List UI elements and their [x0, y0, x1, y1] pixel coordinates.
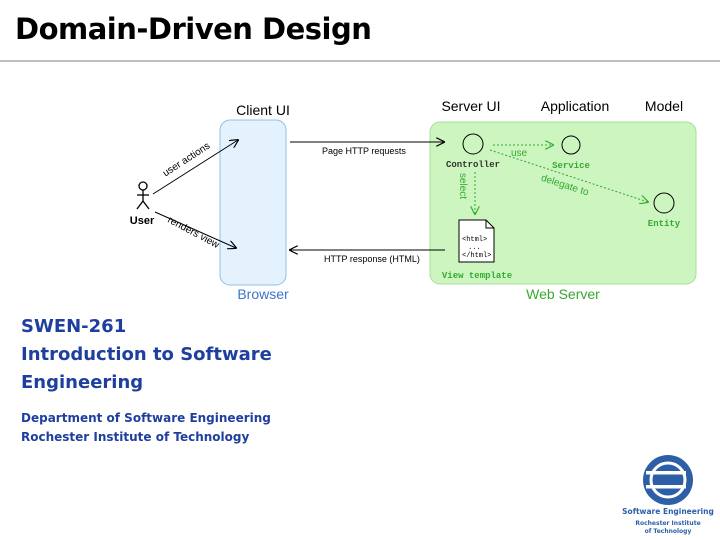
web-server-box — [429, 121, 697, 285]
view-template-label: View template — [442, 271, 512, 281]
service-node — [561, 135, 581, 155]
client-ui-label: Client UI — [236, 102, 290, 118]
entity-label: Entity — [648, 219, 681, 229]
html-dots: ... — [468, 244, 481, 252]
logo-line3: of Technology — [645, 528, 692, 535]
view-template-doc-fold — [485, 220, 494, 229]
se-logo: Software Engineering Rochester Institute… — [622, 455, 714, 535]
ddd-diagram: Client UI Server UI Application Model Br… — [130, 98, 697, 302]
course-name-line2: Engineering — [21, 372, 144, 393]
use-label: use — [511, 148, 528, 159]
controller-node — [462, 133, 484, 155]
model-label: Model — [645, 98, 683, 114]
renders-view-label: renders view — [166, 215, 222, 252]
application-label: Application — [541, 98, 610, 114]
html-close-tag: </html> — [462, 252, 491, 260]
html-open-tag: <html> — [462, 236, 487, 244]
department-block: Department of Software Engineering Roche… — [21, 409, 271, 447]
logo-line1: Software Engineering — [622, 507, 714, 516]
course-block: SWEN-261 Introduction to Software Engine… — [21, 313, 272, 397]
view-template-doc — [458, 219, 495, 263]
user-actions-label: user actions — [161, 141, 212, 180]
controller-label: Controller — [446, 160, 500, 170]
page-http-requests-label: Page HTTP requests — [322, 146, 406, 156]
select-label: select — [457, 173, 468, 199]
institute-name: Rochester Institute of Technology — [21, 430, 250, 444]
renders-view-arrow — [154, 211, 236, 248]
browser-label: Browser — [237, 286, 289, 302]
user-label: User — [130, 215, 155, 227]
course-code: SWEN-261 — [21, 316, 127, 337]
department-name: Department of Software Engineering — [21, 411, 271, 425]
user-actions-arrow — [152, 140, 238, 195]
entity-node — [653, 192, 675, 214]
service-label: Service — [552, 161, 590, 171]
title-divider — [0, 60, 720, 62]
server-ui-label: Server UI — [441, 98, 500, 114]
http-response-label: HTTP response (HTML) — [324, 254, 420, 264]
web-server-label: Web Server — [526, 286, 600, 302]
course-name-line1: Introduction to Software — [21, 344, 272, 365]
slide-title: Domain-Driven Design — [15, 12, 372, 46]
user-figure — [136, 181, 150, 210]
logo-line2: Rochester Institute — [635, 520, 700, 527]
